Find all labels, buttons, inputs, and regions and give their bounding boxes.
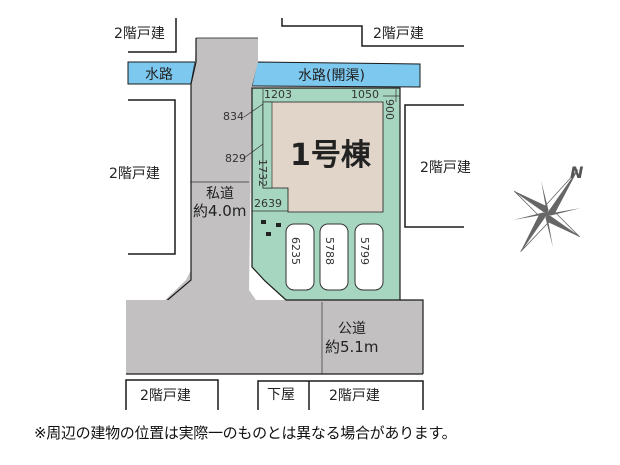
waterway-left-label: 水路 bbox=[145, 67, 173, 83]
neighbor-left bbox=[128, 99, 176, 255]
dim-left-upper: 834 bbox=[223, 110, 244, 123]
neighbor-left-label: 2階戸建 bbox=[109, 166, 160, 182]
building-label: 1号棟 bbox=[290, 138, 372, 173]
building-1 bbox=[262, 101, 384, 213]
car-3 bbox=[354, 223, 384, 291]
public-road-label: 公道 bbox=[338, 321, 366, 337]
neighbor-top-left bbox=[128, 18, 177, 53]
private-road-width: 約4.0m bbox=[193, 202, 246, 220]
dim-top-right: 1050 bbox=[351, 88, 379, 101]
public-road bbox=[126, 299, 424, 375]
neighbor-top-right-label: 2階戸建 bbox=[373, 26, 424, 42]
neighbor-right-label: 2階戸建 bbox=[420, 160, 471, 176]
parking-spaces bbox=[285, 223, 384, 291]
dim-right-side: 900 bbox=[383, 99, 396, 120]
neighbor-right bbox=[404, 104, 464, 228]
neighbor-top-right bbox=[281, 18, 464, 47]
dim-parking-2: 5788 bbox=[323, 237, 336, 265]
dim-left-lower: 829 bbox=[225, 152, 246, 165]
dimension-lines bbox=[190, 89, 400, 374]
dim-step-horizontal: 2639 bbox=[254, 197, 282, 210]
waterway-right-label: 水路(開渠) bbox=[298, 68, 365, 84]
dim-parking-3: 5799 bbox=[358, 237, 371, 265]
car-2 bbox=[319, 223, 349, 291]
neighbor-shed-label: 下屋 bbox=[267, 387, 295, 403]
car-1 bbox=[285, 223, 315, 291]
neighbor-bottom-left bbox=[125, 379, 219, 410]
neighbor-bottom-right-label: 2階戸建 bbox=[329, 388, 380, 404]
dim-top-left: 1203 bbox=[264, 88, 292, 101]
neighbor-bottom-right bbox=[257, 380, 424, 410]
utility-markers bbox=[261, 220, 281, 236]
dim-step-vertical: 1732 bbox=[256, 159, 269, 187]
private-road-label: 私道 bbox=[206, 186, 234, 202]
compass-north-label: N bbox=[570, 163, 584, 182]
neighbor-bottom-left-label: 2階戸建 bbox=[140, 388, 191, 404]
compass-rose-icon bbox=[513, 169, 581, 252]
footnote: ※周辺の建物の位置は実際一のものとは異なる場合があります。 bbox=[34, 424, 457, 442]
dim-parking-1: 6235 bbox=[289, 237, 302, 265]
neighbor-top-left-label: 2階戸建 bbox=[114, 26, 165, 42]
public-road-width: 約5.1m bbox=[325, 338, 378, 356]
